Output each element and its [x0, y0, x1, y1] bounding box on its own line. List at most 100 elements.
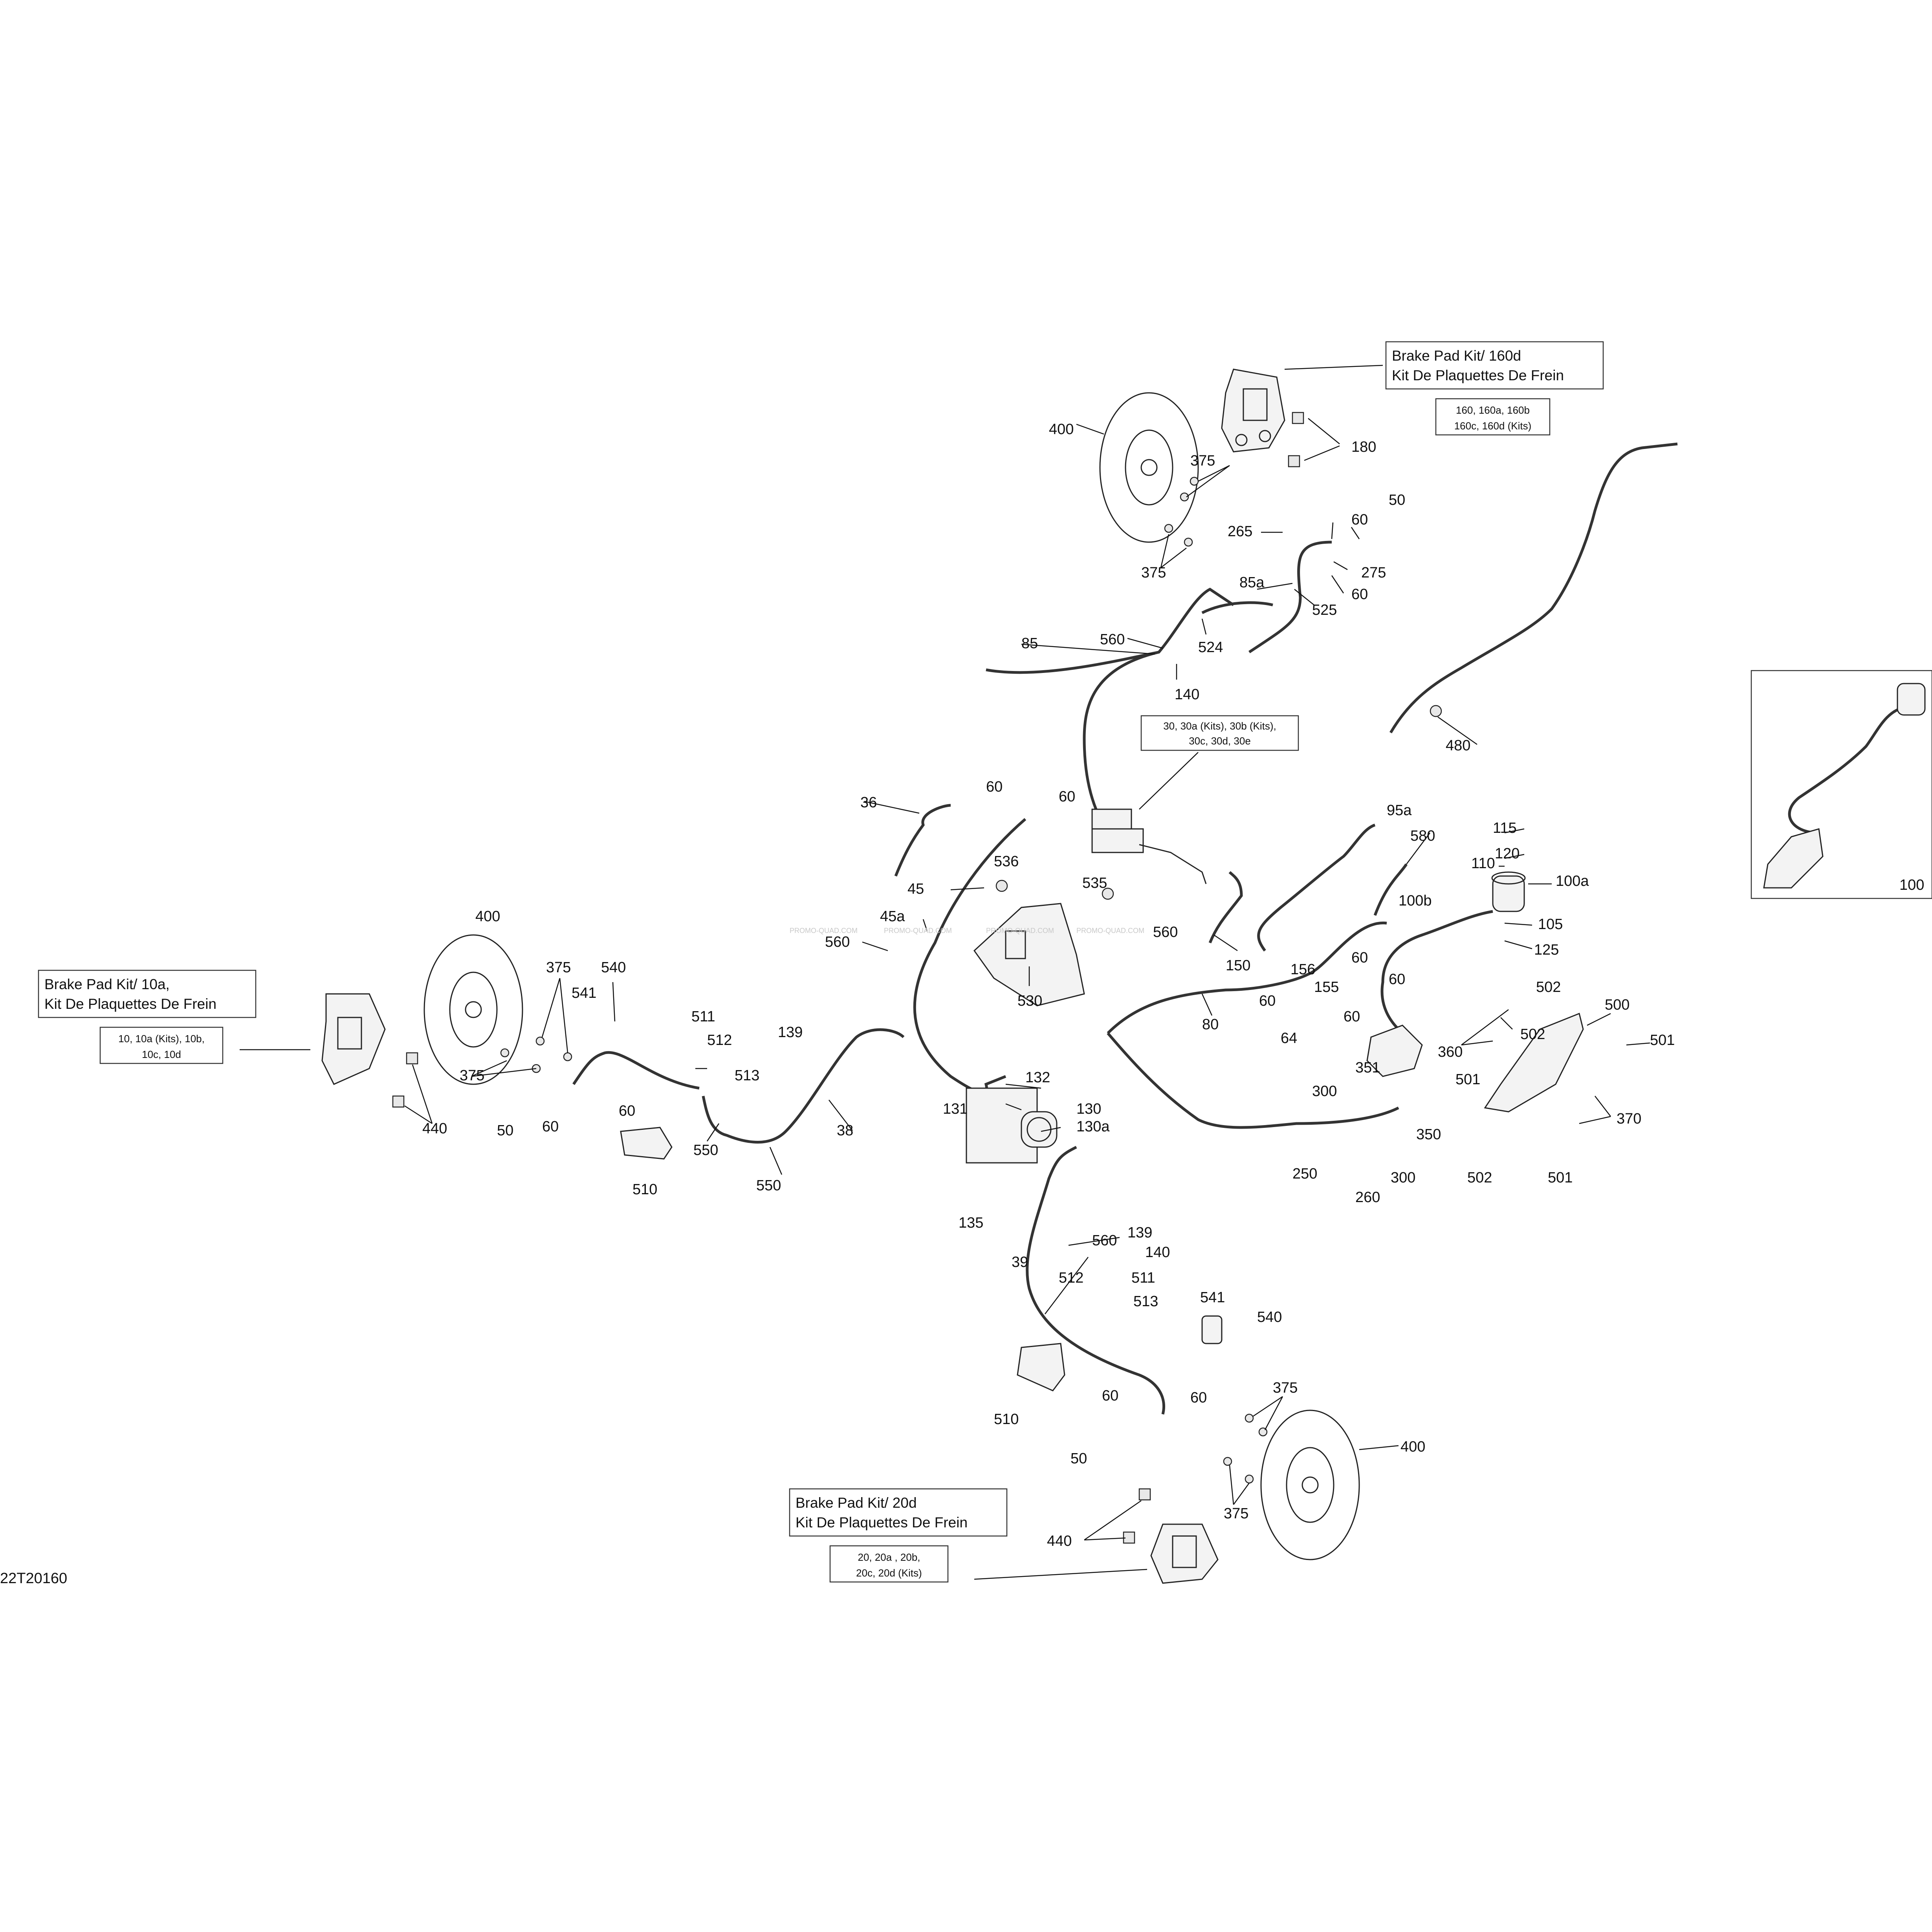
part-number-callout: 250: [1292, 1166, 1317, 1182]
part-number-callout: 375: [460, 1067, 484, 1084]
part-number-callout: 85: [1021, 635, 1038, 652]
bolt-icon: [1164, 412, 1304, 547]
part-number-callout: 115: [1493, 820, 1517, 836]
part-number-callout: 513: [735, 1067, 759, 1084]
part-number-callout: 150: [1226, 957, 1250, 974]
part-number-callout: 60: [1102, 1388, 1118, 1404]
hose-95a: [1257, 823, 1376, 952]
part-number-callout: 100a: [1556, 873, 1589, 889]
kit-box-10a: Brake Pad Kit/ 10a, Kit De Plaquettes De…: [38, 970, 257, 1018]
part-number-callout: 110: [1471, 855, 1495, 872]
part-number-callout: 501: [1650, 1032, 1675, 1048]
caliper-front-left: [321, 993, 386, 1085]
part-number-callout: 275: [1361, 565, 1386, 581]
master-cylinder-30: [1091, 808, 1207, 884]
watermark: PROMO-QUAD.COM: [790, 927, 858, 935]
part-number-callout: 139: [1127, 1224, 1152, 1241]
part-number-callout: 156: [1290, 961, 1315, 978]
brake-disc-rear: [1260, 1410, 1360, 1560]
part-number-callout: 50: [1070, 1450, 1087, 1467]
part-number-callout: 360: [1438, 1044, 1463, 1060]
master-cyl-parts-line: 30, 30a (Kits), 30b (Kits),: [1163, 720, 1276, 732]
kit-box-160d: Brake Pad Kit/ 160d Kit De Plaquettes De…: [1385, 341, 1604, 390]
part-number-callout: 536: [994, 853, 1019, 870]
part-number-callout: 370: [1617, 1111, 1641, 1127]
kit-box-20d: Brake Pad Kit/ 20d Kit De Plaquettes De …: [789, 1488, 1008, 1537]
part-number-callout: 39: [1012, 1254, 1028, 1270]
part-number-callout: 541: [1200, 1289, 1225, 1306]
kit-box-subtitle: Kit De Plaquettes De Frein: [796, 1514, 968, 1531]
reservoir-100a: [1491, 871, 1526, 912]
part-number-callout: 350: [1416, 1126, 1441, 1143]
watermark: PROMO-QUAD.COM: [1076, 927, 1144, 935]
part-number-callout: 510: [632, 1181, 657, 1198]
part-number-callout: 540: [601, 959, 626, 976]
part-number-callout: 64: [1281, 1030, 1297, 1047]
brake-disc-front-right: [1099, 392, 1199, 543]
part-number-callout: 155: [1314, 979, 1339, 995]
watermark: PROMO-QUAD.COM: [986, 927, 1054, 935]
bolt-icon: [392, 1036, 572, 1108]
kit-box-title: Brake Pad Kit/ 10a,: [44, 976, 170, 992]
part-number-callout: 525: [1312, 602, 1337, 618]
brake-line-39: [1026, 1146, 1165, 1415]
sensor-cable-36: [894, 804, 951, 877]
part-number-callout: 60: [542, 1118, 559, 1135]
kit-parts-box-10: 10, 10a (Kits), 10b, 10c, 10d: [99, 1026, 224, 1064]
abs-bracket-530: [973, 903, 1085, 1006]
bracket-510-left: [620, 1127, 673, 1160]
part-number-callout: 120: [1495, 845, 1520, 862]
kit-parts-line: 20c, 20d (Kits): [856, 1567, 922, 1579]
master-cyl-parts-box: 30, 30a (Kits), 30b (Kits), 30c, 30d, 30…: [1140, 715, 1299, 751]
part-number-callout: 511: [691, 1008, 715, 1025]
part-number-callout: 560: [1092, 1232, 1117, 1249]
part-number-callout: 512: [707, 1032, 732, 1048]
part-number-callout: 50: [497, 1122, 513, 1139]
brake-line-85: [986, 587, 1234, 674]
part-number-callout: 502: [1520, 1026, 1545, 1043]
part-callouts: 40037537518026560502756085a5255245608514…: [422, 421, 1675, 1549]
part-number-callout: 375: [1224, 1505, 1248, 1522]
part-number-callout: 530: [1017, 993, 1042, 1009]
part-number-callout: 400: [1049, 421, 1074, 438]
part-number-callout: 125: [1534, 942, 1559, 958]
part-number-callout: 511: [1131, 1270, 1155, 1286]
kit-parts-box-20: 20, 20a , 20b, 20c, 20d (Kits): [829, 1545, 949, 1583]
kit-parts-line: 20, 20a , 20b,: [858, 1551, 920, 1563]
kit-box-subtitle: Kit De Plaquettes De Frein: [1392, 367, 1564, 383]
part-number-callout: 501: [1455, 1071, 1480, 1088]
part-number-callout: 300: [1391, 1169, 1415, 1186]
watermark: PROMO-QUAD.COM: [884, 927, 952, 935]
part-number-callout: 131: [943, 1101, 968, 1117]
part-number-callout: 60: [1344, 1008, 1360, 1025]
master-cyl-parts-line: 30c, 30d, 30e: [1189, 735, 1251, 747]
bracket-510-right: [1017, 1343, 1065, 1391]
part-number-callout: 375: [546, 959, 571, 976]
brake-line-80: [1107, 922, 1387, 1034]
kit-box-title: Brake Pad Kit/ 160d: [1392, 348, 1521, 364]
brake-line-85-down: [1083, 651, 1159, 810]
part-number-callout: 535: [1082, 875, 1107, 891]
part-number-callout: 180: [1351, 439, 1376, 455]
part-number-callout: 550: [756, 1177, 781, 1194]
brake-line-480: [1389, 442, 1678, 733]
part-number-callout: 480: [1446, 737, 1470, 754]
kit-parts-line: 160c, 160d (Kits): [1454, 420, 1532, 432]
part-number-callout: 502: [1467, 1169, 1492, 1186]
part-number-callout: 130: [1076, 1101, 1101, 1117]
part-number-callout: 45: [907, 881, 924, 897]
part-number-callout: 375: [1141, 565, 1166, 581]
part-number-callout: 45a: [880, 908, 905, 925]
brake-line-85a: [1248, 541, 1332, 653]
part-number-callout: 300: [1312, 1083, 1337, 1100]
kit-box-subtitle: Kit De Plaquettes De Frein: [44, 996, 216, 1012]
part-number-callout: 140: [1145, 1244, 1170, 1261]
brake-line-60: [572, 1051, 700, 1090]
part-number-callout: 540: [1257, 1309, 1282, 1325]
kit-parts-box-160: 160, 160a, 160b 160c, 160d (Kits): [1435, 398, 1551, 436]
part-number-callout: 440: [1047, 1533, 1072, 1549]
part-number-callout: 375: [1190, 453, 1215, 469]
brake-disc-front-left: [423, 934, 523, 1085]
part-number-callout: 60: [1389, 971, 1405, 988]
